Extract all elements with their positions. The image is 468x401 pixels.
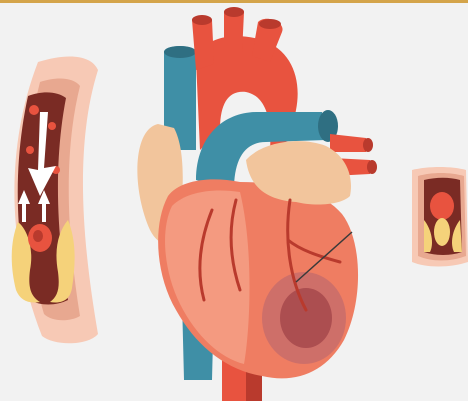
pulmonary-vein-opening <box>363 138 373 152</box>
right-artery-clot-shade <box>434 218 450 246</box>
right-artery-section <box>412 167 468 267</box>
aortic-branch-opening <box>259 19 281 29</box>
infarct-zone <box>280 288 332 348</box>
pulmonary-vein <box>330 134 366 152</box>
aortic-branch-opening <box>224 7 244 17</box>
left-artery-section <box>12 56 98 343</box>
left-blood-cell <box>29 105 39 115</box>
pulmonary-vein-opening <box>367 160 377 174</box>
top-rule <box>0 0 468 3</box>
superior-vena-cava-opening <box>164 46 196 58</box>
left-blood-cell <box>48 122 56 130</box>
left-artery-clot-core <box>33 230 43 242</box>
heart <box>137 7 377 401</box>
right-artery-clot <box>430 192 454 220</box>
left-blood-cell <box>26 146 34 154</box>
aortic-branch-opening <box>192 15 212 25</box>
